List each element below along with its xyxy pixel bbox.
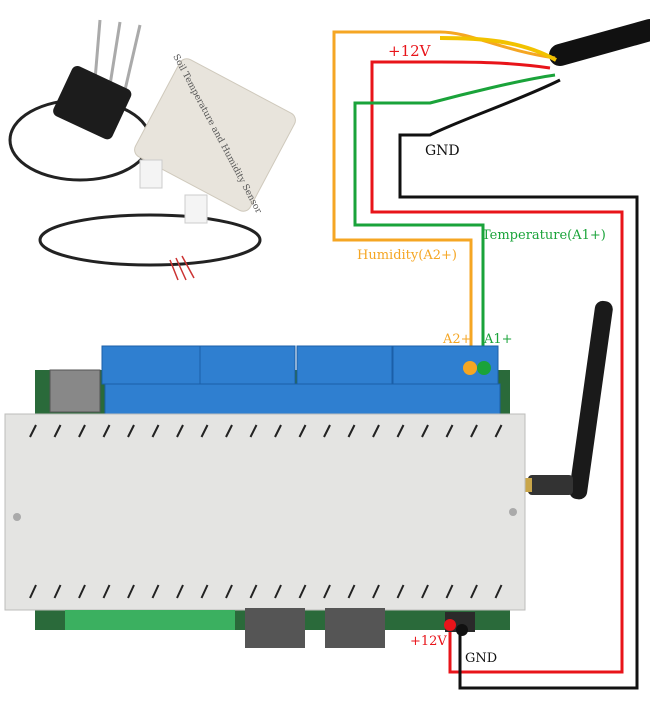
vent-slot <box>445 424 454 438</box>
vent-slot <box>249 424 258 438</box>
vent-slot <box>421 424 429 438</box>
power-wire <box>370 60 624 674</box>
vent-slot <box>29 424 37 438</box>
vent-slot <box>78 424 86 438</box>
vent-slot <box>225 584 233 599</box>
vent-slot <box>298 584 307 599</box>
a2-terminal-dot <box>463 361 477 375</box>
vent-slot <box>494 424 503 438</box>
label-12v-bottom: +12V <box>410 634 447 649</box>
a1-terminal-dot <box>477 361 491 375</box>
vent-slot <box>347 424 356 438</box>
vent-slot <box>298 424 307 438</box>
vent-slot <box>225 424 233 438</box>
antenna <box>520 300 613 500</box>
vent-slot <box>421 584 429 599</box>
power-terminal-dot <box>444 619 456 631</box>
vent-slot <box>396 424 405 438</box>
ground-terminal-dot <box>456 624 468 636</box>
vent-slot <box>249 584 258 599</box>
sensor-photo: Soil Temperature and Humidity Sensor <box>8 19 296 281</box>
vent-slot <box>127 424 135 438</box>
label-gnd-bottom: GND <box>465 651 498 666</box>
vent-slot <box>445 584 454 599</box>
vent-slot <box>53 584 62 599</box>
label-humidity: Humidity(A2+) <box>357 248 457 263</box>
vent-slot <box>151 424 160 438</box>
vent-slot <box>29 584 37 599</box>
vent-slot <box>274 584 282 599</box>
label-a2: A2+ <box>443 332 472 347</box>
vent-slot <box>494 584 503 599</box>
label-gnd-top: GND <box>425 143 460 159</box>
humidity-wire <box>332 30 556 368</box>
vent-slot <box>102 584 111 599</box>
sensor-cable <box>549 19 650 66</box>
vent-slot <box>372 584 380 599</box>
vent-slot <box>102 424 111 438</box>
vent-slot <box>470 584 478 599</box>
label-temperature: Temperature(A1+) <box>482 228 606 243</box>
vent-slot <box>323 584 331 599</box>
vent-slot <box>372 424 380 438</box>
vent-slot <box>78 584 86 599</box>
ground-wire <box>398 78 639 690</box>
vent-slot <box>396 584 405 599</box>
vent-slot <box>176 424 184 438</box>
vent-slot <box>470 424 478 438</box>
vent-slot <box>53 424 62 438</box>
vent-slot <box>176 584 184 599</box>
label-12v-top: +12V <box>388 42 431 60</box>
vent-slot <box>151 584 160 599</box>
controller-board <box>4 345 526 648</box>
label-a1: A1+ <box>484 332 513 347</box>
vent-slot <box>323 424 331 438</box>
temperature-wire <box>353 73 556 368</box>
vent-slot <box>127 584 135 599</box>
vent-slot <box>200 424 209 438</box>
vent-slot <box>347 584 356 599</box>
vent-slot <box>274 424 282 438</box>
vent-slot <box>200 584 209 599</box>
